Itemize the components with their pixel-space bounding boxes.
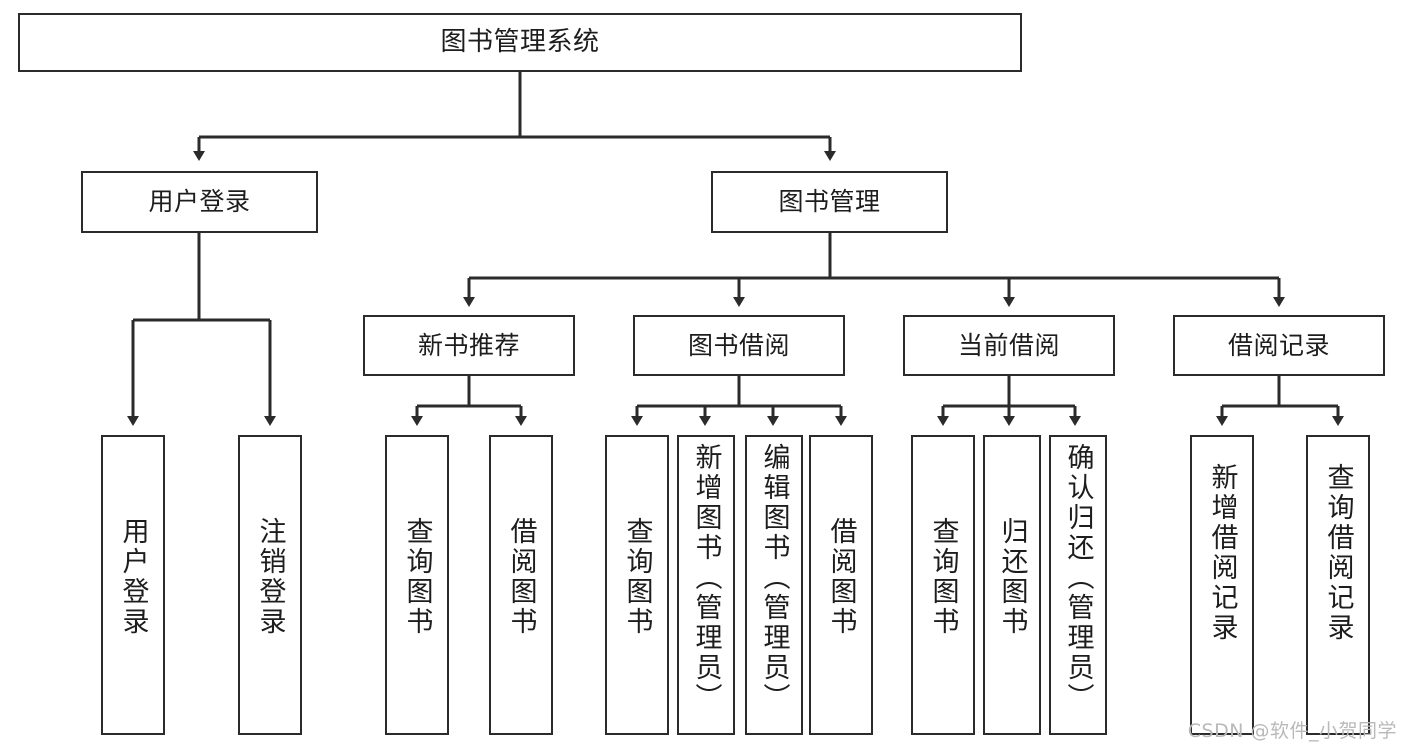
node-current-borrow[interactable]: 当前借阅 bbox=[903, 315, 1115, 376]
node-leaf-edit-book-label: 编辑图书（管理员） bbox=[758, 443, 790, 713]
node-leaf-borrow-book-2[interactable]: 借阅图书 bbox=[809, 435, 873, 735]
node-leaf-confirm-return-label: 确认归还（管理员） bbox=[1062, 443, 1094, 713]
node-leaf-user-logout[interactable]: 注销登录 bbox=[238, 435, 302, 735]
node-user-login-label: 用户登录 bbox=[148, 187, 251, 216]
node-leaf-add-book-label: 新增图书（管理员） bbox=[690, 443, 722, 713]
node-leaf-query-book-3-label: 查询图书 bbox=[927, 517, 959, 637]
csdn-watermark: CSDN @软件_小贺同学 bbox=[1187, 720, 1397, 742]
node-leaf-add-book[interactable]: 新增图书（管理员） bbox=[677, 435, 735, 735]
node-leaf-borrow-book-1[interactable]: 借阅图书 bbox=[489, 435, 553, 735]
node-leaf-query-book-1-label: 查询图书 bbox=[401, 517, 433, 637]
node-leaf-user-login[interactable]: 用户登录 bbox=[101, 435, 165, 735]
node-root[interactable]: 图书管理系统 bbox=[18, 13, 1022, 72]
node-book-borrow[interactable]: 图书借阅 bbox=[633, 315, 845, 376]
node-leaf-query-record[interactable]: 查询借阅记录 bbox=[1306, 435, 1370, 735]
node-leaf-query-book-3[interactable]: 查询图书 bbox=[911, 435, 975, 735]
node-book-manage-label: 图书管理 bbox=[778, 187, 881, 216]
node-leaf-return-book[interactable]: 归还图书 bbox=[983, 435, 1041, 735]
node-leaf-edit-book[interactable]: 编辑图书（管理员） bbox=[745, 435, 803, 735]
node-leaf-query-book-2[interactable]: 查询图书 bbox=[605, 435, 669, 735]
node-leaf-borrow-book-1-label: 借阅图书 bbox=[505, 517, 537, 637]
node-leaf-user-logout-label: 注销登录 bbox=[254, 517, 286, 637]
node-leaf-query-book-1[interactable]: 查询图书 bbox=[385, 435, 449, 735]
node-root-label: 图书管理系统 bbox=[440, 26, 600, 57]
node-book-manage[interactable]: 图书管理 bbox=[711, 171, 948, 233]
node-borrow-record[interactable]: 借阅记录 bbox=[1173, 315, 1385, 376]
node-leaf-query-record-label: 查询借阅记录 bbox=[1322, 463, 1354, 643]
node-new-book-recommend-label: 新书推荐 bbox=[417, 330, 520, 360]
node-leaf-add-record-label: 新增借阅记录 bbox=[1206, 463, 1238, 643]
node-leaf-user-login-label: 用户登录 bbox=[117, 517, 149, 637]
node-user-login[interactable]: 用户登录 bbox=[81, 171, 318, 233]
node-book-borrow-label: 图书借阅 bbox=[687, 330, 790, 360]
node-borrow-record-label: 借阅记录 bbox=[1227, 330, 1330, 360]
node-current-borrow-label: 当前借阅 bbox=[957, 330, 1060, 360]
node-leaf-query-book-2-label: 查询图书 bbox=[621, 517, 653, 637]
node-leaf-return-book-label: 归还图书 bbox=[996, 517, 1028, 637]
node-new-book-recommend[interactable]: 新书推荐 bbox=[363, 315, 575, 376]
node-leaf-confirm-return[interactable]: 确认归还（管理员） bbox=[1049, 435, 1107, 735]
node-leaf-add-record[interactable]: 新增借阅记录 bbox=[1190, 435, 1254, 735]
node-leaf-borrow-book-2-label: 借阅图书 bbox=[825, 517, 857, 637]
